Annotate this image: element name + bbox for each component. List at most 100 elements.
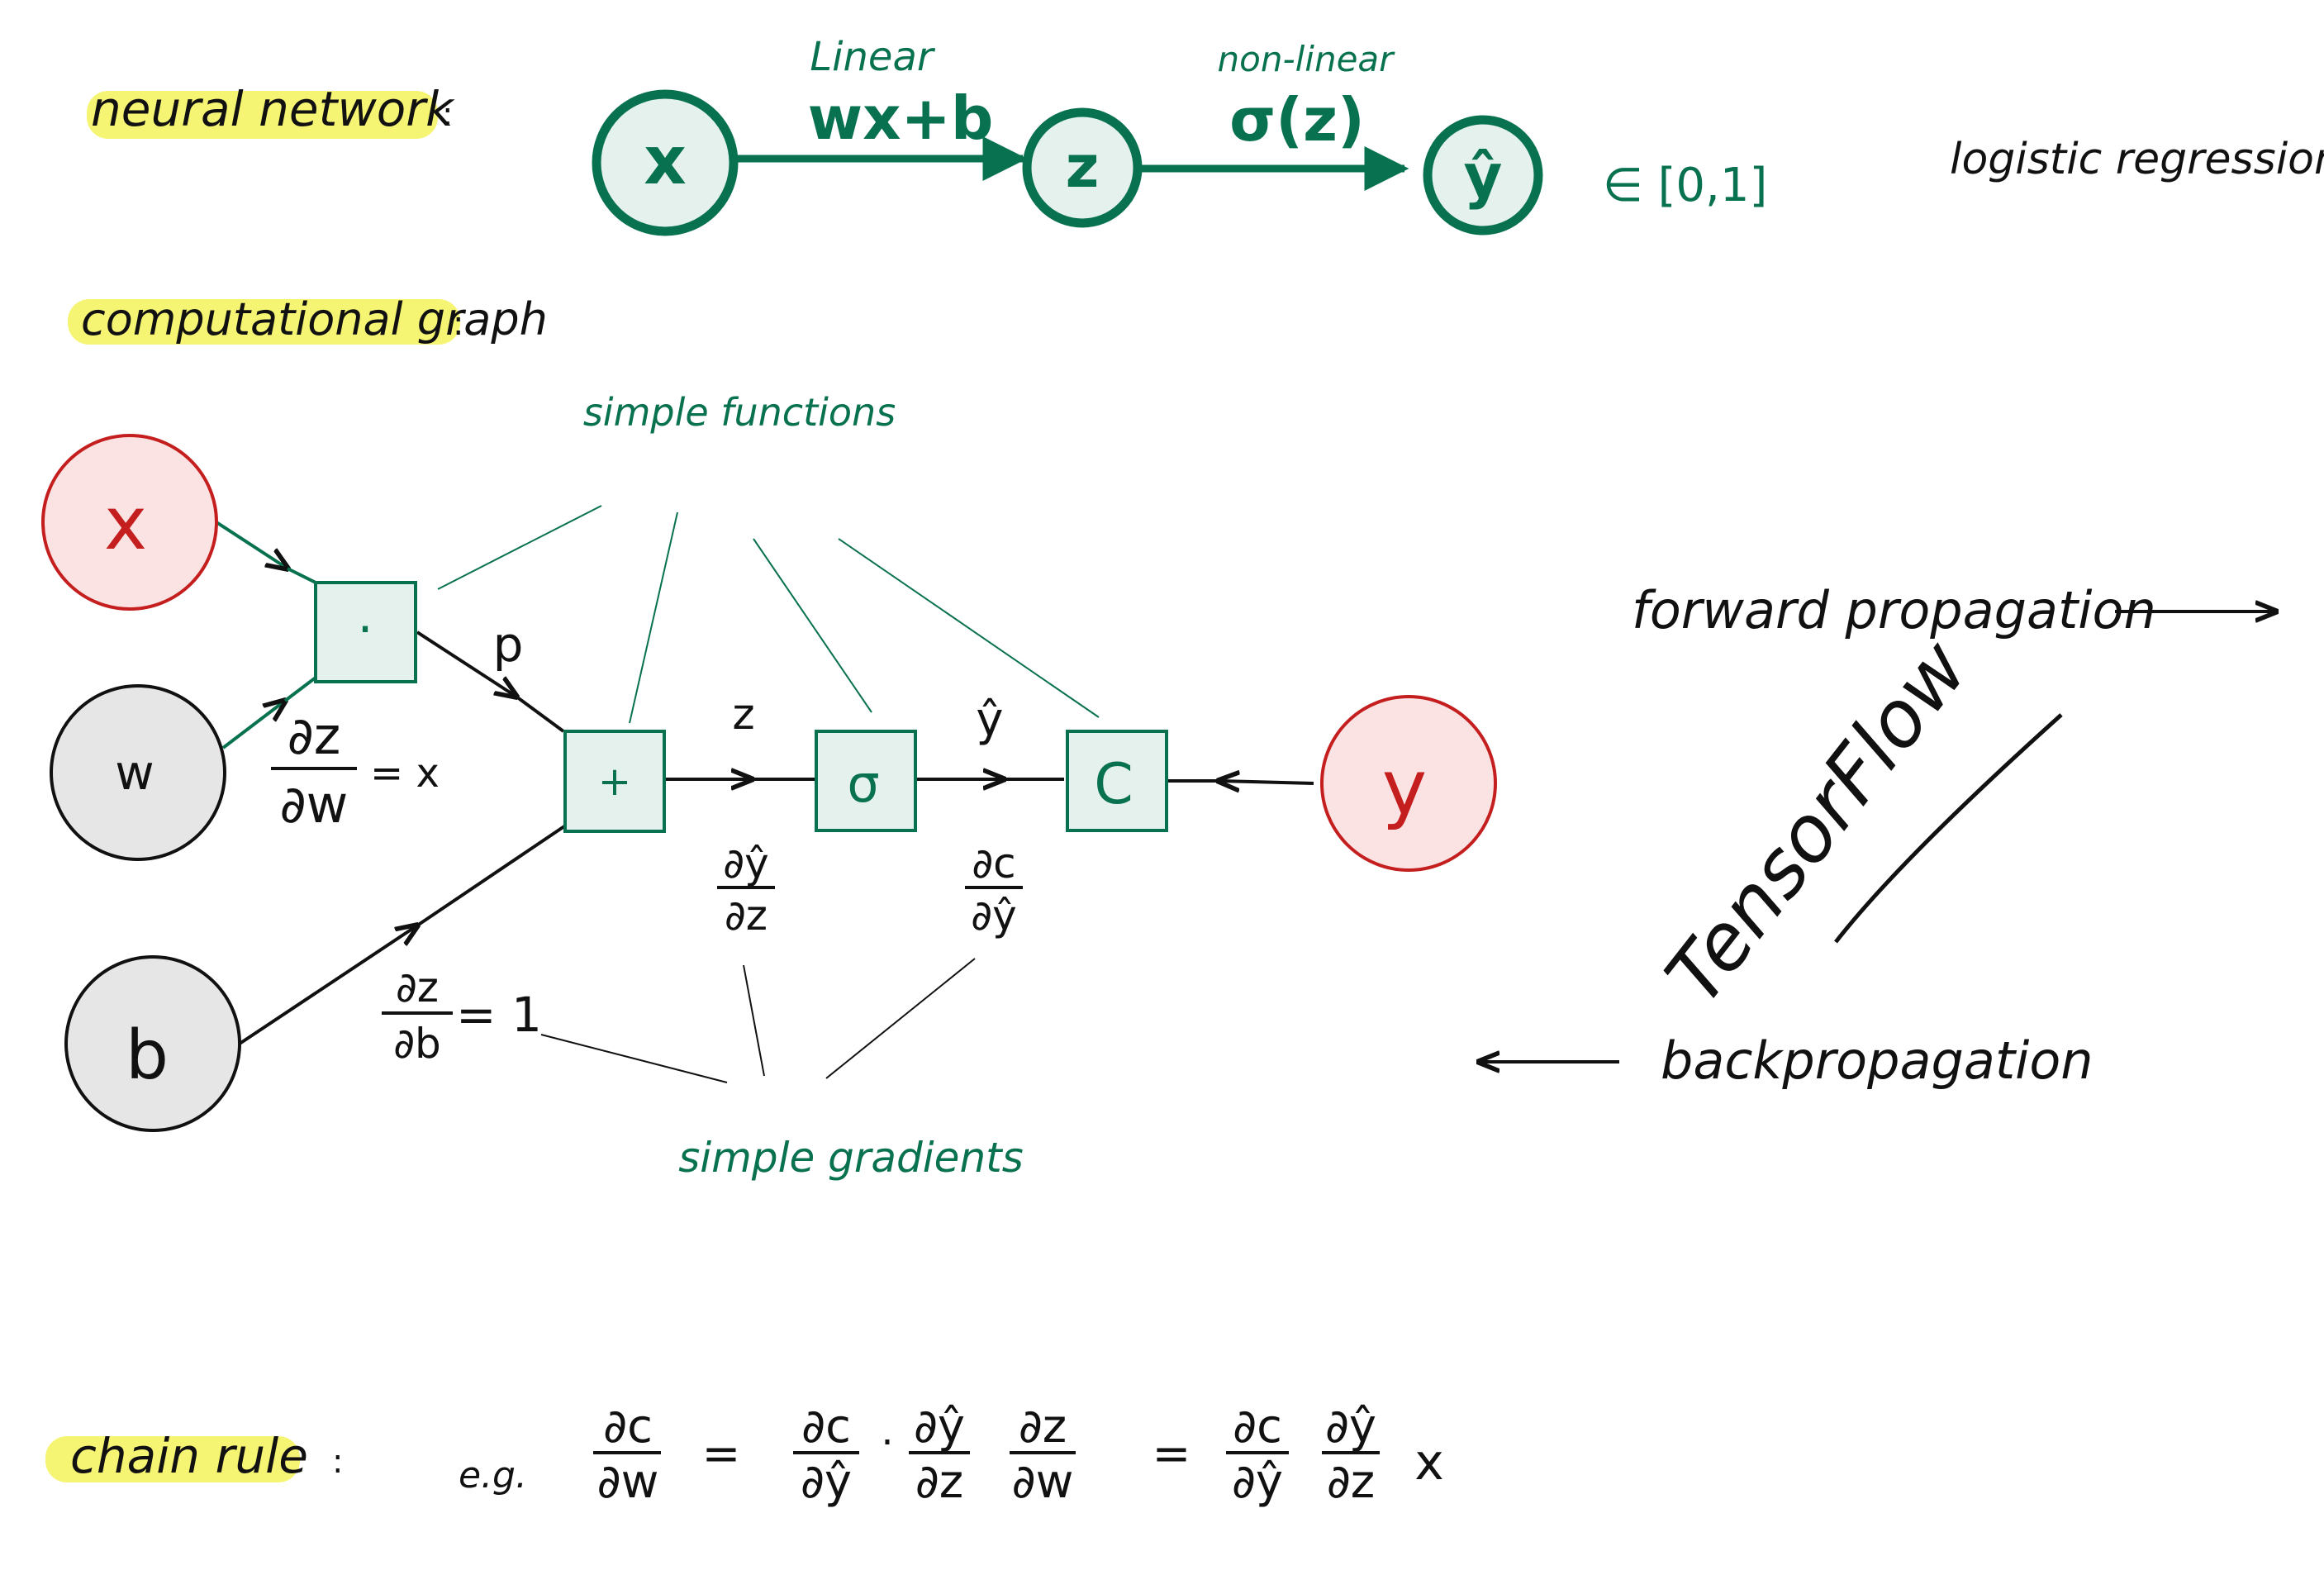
edge-w-to-dot-tail — [283, 676, 317, 702]
edge-dot-to-plus-tail — [515, 695, 565, 733]
fraction-numerator: ∂z — [396, 964, 439, 1011]
node-z-top — [1022, 107, 1143, 228]
fraction-numerator: ∂z — [1019, 1400, 1067, 1454]
heading-colon: : — [453, 305, 463, 343]
node-input-w — [50, 684, 226, 861]
connector-line — [540, 1034, 728, 1083]
heading-computational-graph-text: computational graph — [81, 293, 548, 345]
chain-dot: · — [881, 1420, 893, 1466]
simple-gradients-label: simple gradients — [678, 1134, 1024, 1182]
chain-term-2: ∂ŷ ∂z — [909, 1400, 970, 1509]
fraction-denominator: ∂z — [915, 1455, 963, 1509]
right-panel: forward propagation TensorFlow backpropa… — [1479, 580, 2276, 1091]
chain-result-2: ∂ŷ ∂z — [1322, 1400, 1380, 1509]
edge-x-to-dot — [215, 521, 288, 569]
node-input-b-label: b — [126, 1016, 169, 1095]
op-sigma-label: σ — [847, 754, 879, 814]
fraction-denominator: ∂w — [597, 1455, 659, 1509]
chain-term-1: ∂c ∂ŷ — [793, 1400, 859, 1509]
fraction-numerator: ∂ŷ — [1325, 1400, 1376, 1454]
edge-label-z: z — [732, 690, 754, 740]
fraction-denominator: ∂ŷ — [801, 1455, 852, 1509]
simple-functions-connectors — [437, 505, 1100, 724]
node-input-x-label: x — [104, 481, 147, 566]
tensorflow-signature: TensorFlow — [1649, 625, 1986, 1021]
node-x-top — [592, 89, 739, 236]
fraction-numerator: ∂c — [1233, 1400, 1282, 1454]
fraction-denominator: ∂z — [725, 892, 768, 940]
chain-result-1: ∂c ∂ŷ — [1226, 1400, 1289, 1509]
edge-b-to-plus — [238, 925, 417, 1045]
connector-line — [825, 958, 976, 1079]
edge-label-yhat: ŷ — [976, 693, 1003, 747]
top-network: x z ŷ Linear wx+b non-linear σ(z) ∈ [0,1… — [592, 34, 2324, 236]
heading-neural-network: neural network : — [87, 81, 455, 139]
tensorflow-signature-text: TensorFlow — [1649, 625, 1986, 1021]
fraction-rhs: = x — [370, 750, 440, 797]
node-input-x — [41, 434, 218, 611]
highlight-marker — [87, 91, 438, 139]
gradient-dc-dyhat: ∂c ∂ŷ — [965, 840, 1023, 940]
tensorflow-underline — [1834, 713, 2063, 944]
op-dot-box — [314, 581, 417, 683]
nonlinear-formula: σ(z) — [1229, 85, 1365, 155]
edge-y-to-cost — [1219, 781, 1314, 783]
fraction-numerator: ∂c — [603, 1400, 653, 1454]
fraction-numerator: ∂c — [801, 1400, 851, 1454]
fraction-numerator: ∂ŷ — [914, 1400, 965, 1454]
node-yhat-top — [1423, 115, 1543, 236]
output-range: ∈ [0,1] — [1603, 159, 1767, 212]
connector-line — [629, 512, 678, 724]
fraction-denominator: ∂w — [1012, 1455, 1074, 1509]
node-yhat-top-label: ŷ — [1464, 141, 1503, 211]
node-input-y-label: y — [1382, 744, 1427, 832]
connector-line — [753, 538, 872, 713]
fraction-denominator: ∂ŷ — [1232, 1455, 1283, 1509]
forward-propagation-label: forward propagation — [1632, 580, 2156, 640]
connector-line — [437, 505, 602, 590]
backpropagation-label: backpropagation — [1661, 1030, 2094, 1091]
fraction-numerator: ∂c — [972, 840, 1015, 887]
highlight-marker — [45, 1436, 300, 1482]
edge-label-p: p — [493, 616, 524, 673]
gradient-dz-dw: ∂z ∂w = x — [271, 706, 440, 835]
simple-gradients-connectors — [540, 958, 976, 1083]
op-cost-label: C — [1094, 752, 1133, 817]
chain-lhs: ∂c ∂w — [593, 1400, 661, 1509]
linear-formula: wx+b — [808, 83, 994, 153]
fraction-denominator: ∂z — [1327, 1455, 1375, 1509]
connector-line — [743, 964, 765, 1077]
op-plus-label: + — [598, 759, 631, 805]
fraction-denominator: ∂ŷ — [971, 892, 1016, 940]
node-input-b — [64, 955, 241, 1132]
fraction-numerator: ∂z — [288, 706, 341, 766]
heading-chain-rule: chain rule : — [45, 1428, 343, 1484]
chain-tail-x: x — [1414, 1434, 1444, 1492]
node-input-w-label: w — [115, 745, 154, 801]
fraction-denominator: ∂b — [393, 1020, 441, 1068]
highlight-marker — [68, 299, 460, 345]
op-plus-box — [563, 730, 666, 833]
edge-w-to-dot — [221, 701, 285, 749]
heading-colon: : — [332, 1443, 343, 1481]
node-x-top-label: x — [644, 122, 687, 199]
chain-equals-2: = — [1152, 1427, 1191, 1481]
nonlinear-label: non-linear — [1218, 39, 1396, 79]
edge-x-to-dot-tail — [287, 567, 316, 584]
computational-graph: x w b y · + σ C p z ŷ simple functions s… — [41, 390, 1497, 1182]
heading-chain-rule-text: chain rule — [70, 1428, 308, 1484]
node-z-top-label: z — [1066, 133, 1100, 201]
op-cost-box — [1066, 730, 1168, 832]
fraction-rhs: = 1 — [456, 987, 542, 1043]
chain-equals-1: = — [702, 1427, 741, 1481]
connector-line — [838, 538, 1100, 718]
op-sigma-box — [815, 730, 917, 832]
chain-term-3: ∂z ∂w — [1010, 1400, 1076, 1509]
fraction-denominator: ∂w — [280, 774, 349, 835]
node-input-y — [1320, 695, 1497, 872]
logistic-regression-label: logistic regression — [1950, 135, 2324, 184]
chain-rule-formula: e.g. ∂c ∂w = ∂c ∂ŷ · ∂ŷ ∂z ∂z ∂w = ∂c ∂ŷ — [459, 1400, 1444, 1509]
gradient-dz-db: ∂z ∂b = 1 — [382, 964, 542, 1068]
heading-colon: : — [442, 96, 453, 134]
